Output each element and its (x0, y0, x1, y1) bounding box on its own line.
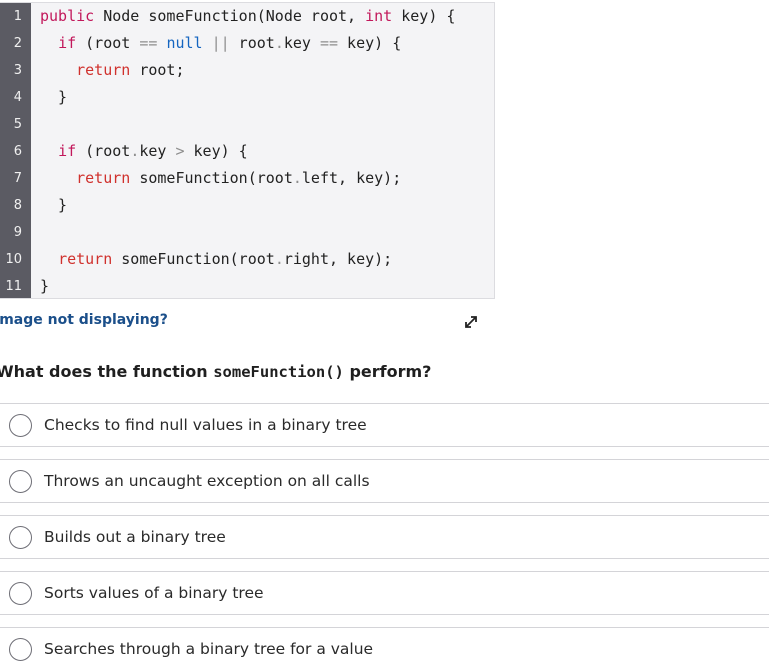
code-token: someFunction(root (112, 250, 275, 268)
code-token: return (58, 250, 113, 268)
answer-option-3[interactable]: Builds out a binary tree (0, 515, 769, 559)
code-token (40, 169, 76, 187)
line-number: 4 (13, 90, 22, 105)
question-text: What does the function someFunction() pe… (0, 362, 431, 381)
code-token: Node someFunction(Node root, (94, 7, 366, 25)
line-number: 8 (13, 198, 22, 213)
code-token: null (166, 34, 203, 52)
expand-diagonal-icon[interactable] (460, 311, 482, 333)
question-prefix: What does the function (0, 362, 214, 381)
code-line: } (40, 88, 67, 106)
code-token: == (319, 34, 339, 52)
code-token: key) { (338, 34, 402, 52)
code-line: return someFunction(root.right, key); (40, 250, 392, 268)
code-token (203, 34, 212, 52)
code-token: . (292, 169, 302, 187)
code-token: if (58, 34, 77, 52)
code-token (40, 250, 58, 268)
line-number: 11 (5, 279, 22, 294)
line-number: 9 (13, 225, 22, 240)
code-token (40, 34, 58, 52)
code-token: key) { (392, 7, 456, 25)
code-token: } (40, 277, 50, 295)
code-token: } (40, 88, 68, 106)
code-token: key (283, 34, 320, 52)
code-token: == (139, 34, 158, 52)
code-line: return root; (40, 61, 185, 79)
code-snippet: 1 2 3 4 5 6 7 8 9 10 11 public Node someFunction(N… (0, 2, 495, 299)
question-suffix: perform? (343, 362, 432, 381)
code-token: key) { (184, 142, 248, 160)
code-token: > (175, 142, 185, 160)
code-token: if (58, 142, 77, 160)
code-token: (root (76, 142, 131, 160)
line-number: 10 (5, 252, 22, 267)
code-token: return (76, 169, 131, 187)
answer-option-label: Checks to find null values in a binary t… (44, 416, 367, 434)
radio-unchecked-icon[interactable] (9, 526, 32, 549)
line-number: 2 (13, 36, 22, 51)
line-number: 5 (13, 117, 22, 132)
code-token (40, 142, 58, 160)
line-number: 1 (13, 9, 22, 24)
question-code: someFunction() (213, 363, 344, 381)
radio-unchecked-icon[interactable] (9, 582, 32, 605)
answer-option-label: Sorts values of a binary tree (44, 584, 264, 602)
answer-option-label: Throws an uncaught exception on all call… (44, 472, 370, 490)
line-number: 7 (13, 171, 22, 186)
line-number-gutter: 1 2 3 4 5 6 7 8 9 10 11 (0, 3, 31, 298)
answer-option-2[interactable]: Throws an uncaught exception on all call… (0, 459, 769, 503)
code-token: left, key); (301, 169, 402, 187)
code-line: public Node someFunction(Node root, int … (40, 7, 455, 25)
code-token: right, key); (283, 250, 393, 268)
line-number: 3 (13, 63, 22, 78)
code-token: (root (76, 34, 140, 52)
code-token: } (40, 196, 68, 214)
code-token: return (76, 61, 131, 79)
code-line: if (root == null || root.key == key) { (40, 34, 401, 52)
code-token: . (274, 250, 284, 268)
line-number: 6 (13, 144, 22, 159)
code-line: return someFunction(root.left, key); (40, 169, 401, 187)
answer-option-5[interactable]: Searches through a binary tree for a val… (0, 627, 769, 664)
code-line: if (root.key > key) { (40, 142, 248, 160)
code-token: public (40, 7, 95, 25)
code-token (40, 61, 76, 79)
code-token: || (211, 34, 230, 52)
code-line: } (40, 277, 49, 295)
code-token: someFunction(root (130, 169, 293, 187)
code-token: . (274, 34, 284, 52)
radio-unchecked-icon[interactable] (9, 414, 32, 437)
code-token: root (229, 34, 275, 52)
answer-option-4[interactable]: Sorts values of a binary tree (0, 571, 769, 615)
answer-option-label: Builds out a binary tree (44, 528, 226, 546)
radio-unchecked-icon[interactable] (9, 638, 32, 661)
answer-option-label: Searches through a binary tree for a val… (44, 640, 374, 658)
image-not-displaying-link[interactable]: Image not displaying? (0, 312, 168, 328)
radio-unchecked-icon[interactable] (9, 470, 32, 493)
code-token: . (130, 142, 140, 160)
code-token: key (139, 142, 176, 160)
code-line: } (40, 196, 67, 214)
code-token: root; (130, 61, 185, 79)
answer-option-1[interactable]: Checks to find null values in a binary t… (0, 403, 769, 447)
code-token: int (365, 7, 393, 25)
